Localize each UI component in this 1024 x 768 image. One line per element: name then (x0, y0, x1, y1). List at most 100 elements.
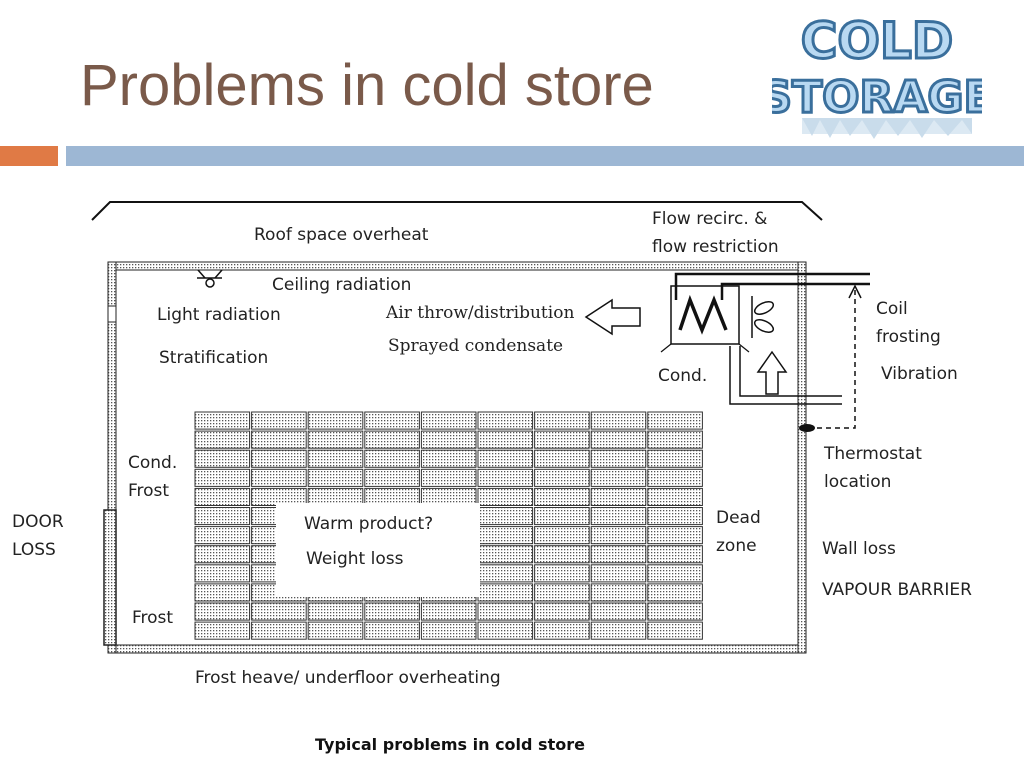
label-dead-zone: zone (716, 536, 757, 556)
product-box (364, 602, 420, 621)
cold-storage-logo: COLD STORAGE (772, 0, 982, 142)
product-box (477, 602, 534, 621)
product-box (420, 411, 477, 430)
product-box (647, 507, 703, 526)
label-door: DOOR (12, 512, 64, 532)
product-box (194, 507, 251, 526)
product-box (364, 430, 420, 449)
label-thermostat: Thermostat (824, 444, 922, 464)
store-walls (107, 261, 807, 654)
product-box (534, 507, 590, 526)
label-dead: Dead (716, 508, 761, 528)
product-box (590, 430, 647, 449)
product-box (647, 564, 703, 583)
product-box (251, 430, 307, 449)
product-box (194, 583, 251, 602)
label-weight-loss: Weight loss (306, 549, 404, 569)
product-box (251, 602, 307, 621)
product-box (647, 526, 703, 545)
product-box (477, 487, 534, 506)
product-box (194, 487, 251, 506)
product-box (590, 507, 647, 526)
slide-title: Problems in cold store (80, 53, 654, 118)
product-box (590, 449, 647, 468)
label-cond-evaporator: Cond. (658, 366, 708, 386)
product-box (477, 564, 534, 583)
product-box (251, 449, 307, 468)
product-box (477, 449, 534, 468)
label-flow-recirc: Flow recirc. & (652, 209, 768, 229)
product-box (534, 487, 590, 506)
product-box (534, 449, 590, 468)
label-door-loss: LOSS (12, 540, 56, 560)
roof-line (91, 201, 823, 221)
warm-product-box (276, 503, 480, 597)
product-box (477, 583, 534, 602)
label-ceiling-radiation: Ceiling radiation (272, 275, 412, 295)
product-box (477, 468, 534, 487)
product-box (534, 545, 590, 564)
product-box (590, 411, 647, 430)
product-box (194, 621, 251, 640)
product-box (420, 621, 477, 640)
product-box (647, 545, 703, 564)
product-box (420, 468, 477, 487)
logo-icicles (802, 118, 972, 139)
label-warm-product: Warm product? (304, 514, 434, 534)
accent-bar-left (0, 146, 58, 166)
label-frost-heave: Frost heave/ underfloor overheating (195, 668, 501, 688)
product-box (534, 468, 590, 487)
label-stratification: Stratification (159, 348, 269, 368)
product-box (194, 602, 251, 621)
product-box (420, 430, 477, 449)
product-box (194, 449, 251, 468)
door (103, 509, 117, 646)
product-box (307, 411, 364, 430)
product-box (477, 411, 534, 430)
label-coil: Coil (876, 299, 908, 319)
product-box (477, 507, 534, 526)
label-vapour-barrier: VAPOUR BARRIER (822, 580, 972, 600)
product-box (194, 411, 251, 430)
product-box (534, 430, 590, 449)
logo-text-line1: COLD (801, 12, 954, 70)
label-cond-frost: Frost (128, 481, 170, 501)
product-box (307, 430, 364, 449)
product-box (647, 487, 703, 506)
product-box (534, 411, 590, 430)
product-box (590, 468, 647, 487)
accent-bar-right (66, 146, 1024, 166)
product-box (534, 526, 590, 545)
product-box (364, 449, 420, 468)
product-box (647, 468, 703, 487)
refrigerant-pipes (674, 272, 870, 300)
product-box (534, 564, 590, 583)
product-box (307, 468, 364, 487)
label-sprayed-condensate: Sprayed condensate (388, 336, 564, 356)
product-box (590, 583, 647, 602)
logo-text-line2: STORAGE (772, 72, 982, 123)
product-box (477, 621, 534, 640)
product-box (420, 602, 477, 621)
product-box (194, 545, 251, 564)
product-box (590, 602, 647, 621)
evaporator-unit (660, 285, 750, 353)
heating-coil-icon (678, 294, 728, 335)
product-box (534, 602, 590, 621)
product-box (194, 564, 251, 583)
product-box (534, 583, 590, 602)
door-hinge (107, 305, 117, 323)
product-box (590, 487, 647, 506)
product-box (647, 430, 703, 449)
label-location: location (824, 472, 892, 492)
product-box (364, 621, 420, 640)
product-box (307, 621, 364, 640)
control-dashed-line (812, 290, 856, 429)
light-fixture-icon (197, 269, 223, 288)
product-box (477, 430, 534, 449)
label-wall-loss: Wall loss (822, 539, 896, 559)
product-box (364, 468, 420, 487)
label-cond: Cond. (128, 453, 178, 473)
product-box (647, 621, 703, 640)
product-box (251, 411, 307, 430)
